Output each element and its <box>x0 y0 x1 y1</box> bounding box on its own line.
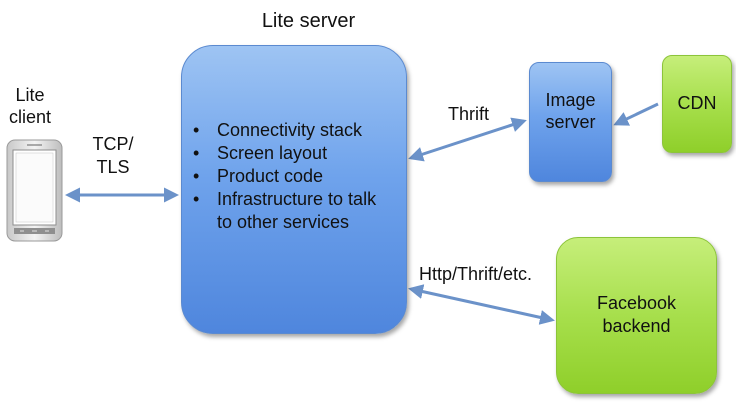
arrow-server-image <box>408 117 527 162</box>
diagram-title: Lite server <box>261 10 356 32</box>
cdn-box: CDN <box>662 55 732 153</box>
link-image-label: Thrift <box>448 104 490 124</box>
bullet-item: Infrastructure to talk to other services <box>190 188 382 234</box>
link-client-label-line1: TCP/ <box>92 134 134 154</box>
facebook-label-line1: Facebook <box>596 293 677 313</box>
client-label-line1: Lite <box>15 85 45 105</box>
image-server-label-line2: server <box>545 112 596 132</box>
phone-icon <box>6 139 63 242</box>
facebook-backend-box: Facebook backend <box>556 237 717 394</box>
bullet-item: Screen layout <box>190 142 382 165</box>
link-backend-label: Http/Thrift/etc. <box>419 264 533 284</box>
arrow-cdn-image <box>613 102 659 126</box>
lite-server-bullets: Connectivity stack Screen layout Product… <box>190 119 382 234</box>
client-label-line2: client <box>8 107 52 127</box>
link-client-label-line2: TLS <box>96 157 130 177</box>
cdn-label: CDN <box>677 93 717 113</box>
bullet-item: Product code <box>190 165 382 188</box>
bullet-item: Connectivity stack <box>190 119 382 142</box>
image-server-label-line1: Image <box>545 90 596 110</box>
facebook-label-line2: backend <box>602 316 671 336</box>
arrow-server-backend <box>408 284 555 325</box>
image-server-box: Image server <box>529 62 612 182</box>
